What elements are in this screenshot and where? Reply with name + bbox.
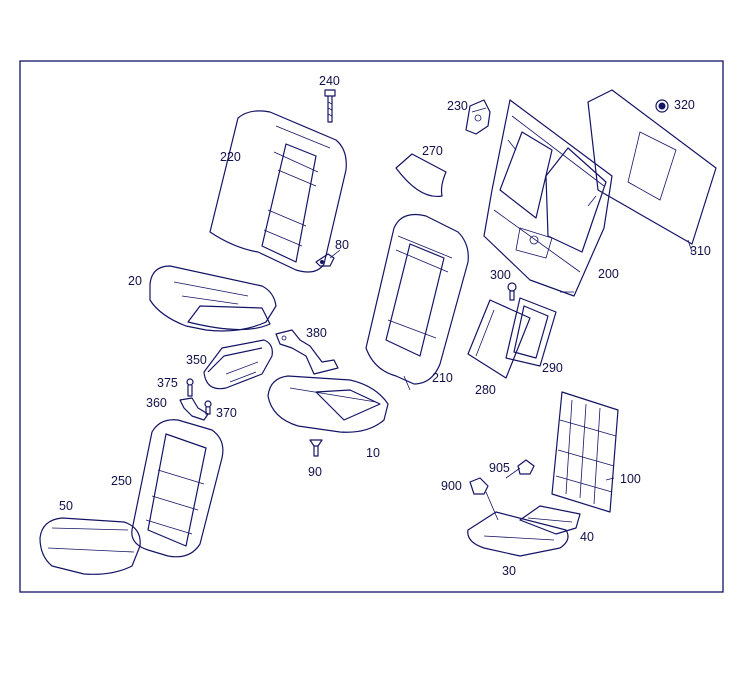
callout-210: 210 [432,371,453,385]
part-200-backrest-frame[interactable] [483,99,613,297]
callout-270: 270 [422,144,443,158]
callout-40: 40 [580,530,594,544]
callout-50: 50 [59,499,73,513]
part-230-bracket[interactable] [465,99,491,135]
part-360-bracket[interactable] [179,397,209,421]
callout-310: 310 [690,244,711,258]
callout-80: 80 [335,238,349,252]
part-240-bolt[interactable] [324,89,336,123]
part-300-screw[interactable] [507,282,517,301]
part-350-armrest[interactable] [203,339,273,390]
part-310-panel[interactable] [587,89,717,245]
part-370-nut[interactable] [204,400,212,415]
part-250-backrest[interactable] [131,419,224,558]
callout-300: 300 [490,268,511,282]
part-210-backrest-foam[interactable] [365,213,469,391]
part-375-screw[interactable] [186,378,194,397]
callout-360: 360 [146,396,167,410]
callout-280: 280 [475,383,496,397]
part-905-connector[interactable] [517,459,535,475]
callout-290: 290 [542,361,563,375]
callout-200: 200 [598,267,619,281]
callout-100: 100 [620,472,641,486]
callout-905: 905 [489,461,510,475]
part-270-pad[interactable] [395,153,447,198]
callout-20: 20 [128,274,142,288]
part-220-backrest-cover[interactable] [209,110,347,273]
part-280-panel[interactable] [467,299,531,379]
callout-900: 900 [441,479,462,493]
callout-90: 90 [308,465,322,479]
leader-lines [329,239,693,521]
part-80-clip[interactable] [315,253,335,267]
part-10-seat-cushion[interactable] [267,375,389,433]
part-900-connector[interactable] [469,477,489,495]
callout-375: 375 [157,376,178,390]
callout-250: 250 [111,474,132,488]
callout-labels: 240 230 320 220 270 80 20 300 200 310 38… [59,74,711,578]
part-100-heating-mat[interactable] [551,391,619,513]
callout-30: 30 [502,564,516,578]
part-90-screw[interactable] [309,439,323,457]
callout-320: 320 [674,98,695,112]
callout-230: 230 [447,99,468,113]
part-50-pad[interactable] [39,517,141,575]
diagram-frame [19,60,724,593]
part-320-grommet[interactable] [655,99,669,113]
part-30-cushion-base[interactable] [467,511,569,557]
callout-380: 380 [306,326,327,340]
part-380-bracket[interactable] [275,329,339,375]
callout-10: 10 [366,446,380,460]
part-290-frame[interactable] [505,297,557,367]
part-40-seat-mat[interactable] [519,505,581,535]
part-20-seat-cover[interactable] [149,265,277,332]
callout-220: 220 [220,150,241,164]
callout-370: 370 [216,406,237,420]
callout-350: 350 [186,353,207,367]
callout-240: 240 [319,74,340,88]
